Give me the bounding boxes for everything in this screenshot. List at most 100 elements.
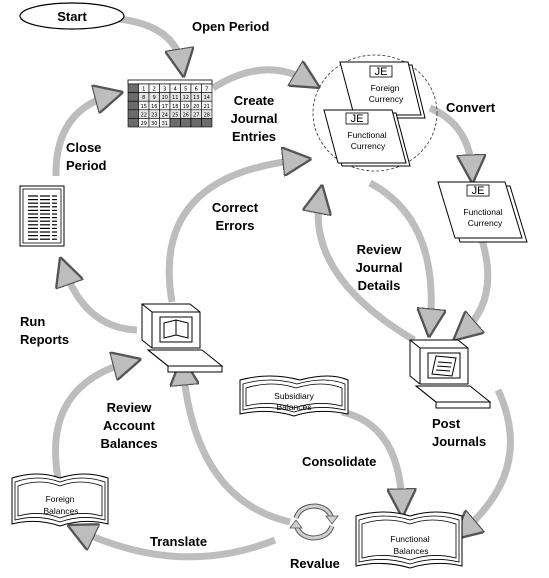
arrow-computer-to-je xyxy=(165,160,300,303)
calendar-day: 20 xyxy=(193,104,199,110)
close-period-label: Close Period xyxy=(66,140,107,173)
calendar-day: 10 xyxy=(162,95,168,101)
post-journals-label: Post Journals xyxy=(432,416,486,449)
calendar-day: 19 xyxy=(183,104,189,110)
subsidiary-balances-book: Subsidiary Balances xyxy=(239,375,349,417)
calendar-day: 24 xyxy=(162,112,168,118)
foreign-balances-line2: Balances xyxy=(44,506,79,516)
functional-balances-book: Functional Balances xyxy=(355,511,463,569)
svg-text:Correct: Correct xyxy=(212,200,259,215)
svg-text:Post: Post xyxy=(432,416,461,431)
subsidiary-line1: Subsidiary xyxy=(274,391,314,401)
calendar-day: 6 xyxy=(195,87,198,93)
svg-text:Journal: Journal xyxy=(231,111,278,126)
functional-balances-line2: Balances xyxy=(394,546,429,556)
svg-text:Entries: Entries xyxy=(232,129,276,144)
svg-text:Create: Create xyxy=(234,93,274,108)
calendar-cell xyxy=(127,109,139,119)
svg-text:Journal: Journal xyxy=(356,260,403,275)
calendar-day: 1 xyxy=(142,87,145,93)
arrow-je-to-convert xyxy=(428,104,472,172)
calendar-day: 3 xyxy=(163,87,166,93)
svg-text:Errors: Errors xyxy=(215,218,254,233)
arrow-post-to-je-review xyxy=(318,196,416,344)
calendar-day: 12 xyxy=(183,95,189,101)
open-period-label: Open Period xyxy=(192,19,269,34)
arrow-computer-to-report xyxy=(64,268,138,334)
review-account-balances-label: Review Account Balances xyxy=(100,400,157,451)
svg-text:Close: Close xyxy=(66,140,101,155)
svg-text:Period: Period xyxy=(66,158,107,173)
je-tag-functional: JE xyxy=(351,113,364,125)
calendar-cell xyxy=(180,118,192,128)
revalue-cycle-icon xyxy=(289,503,339,541)
calendar-day: 13 xyxy=(193,95,199,101)
calendar-day: 25 xyxy=(172,112,178,118)
calendar-day: 26 xyxy=(183,112,189,118)
calendar-day: 27 xyxy=(193,112,199,118)
calendar-cell xyxy=(127,83,139,93)
workstation-computer-icon xyxy=(141,303,224,373)
svg-text:Reports: Reports xyxy=(20,332,69,347)
calendar-cell xyxy=(169,118,181,128)
run-reports-label: Run Reports xyxy=(20,314,69,347)
converted-line2: Currency xyxy=(468,218,503,228)
je-tag-foreign: JE xyxy=(375,66,388,78)
converted-functional-journal-doc: JE Functional Currency xyxy=(437,181,528,243)
calendar-day: 22 xyxy=(141,112,147,118)
converted-line1: Functional xyxy=(463,207,502,217)
arrow-revalue-to-foreign xyxy=(78,530,277,561)
calendar-day: 30 xyxy=(151,121,157,127)
calendar-day: 16 xyxy=(151,104,157,110)
arrow-report-to-calendar xyxy=(52,95,112,177)
calendar-day: 14 xyxy=(204,95,210,101)
arrow-subsidiary-to-functional xyxy=(341,408,402,506)
translate-label: Translate xyxy=(150,534,207,549)
svg-text:Journals: Journals xyxy=(432,434,486,449)
arrow-foreign-to-computer xyxy=(52,362,130,479)
foreign-currency-journal-doc: JE Foreign Currency xyxy=(339,61,426,119)
arrow-je-to-post xyxy=(368,179,431,326)
arrow-post-to-functional xyxy=(462,388,514,532)
calendar-day: 4 xyxy=(174,87,177,93)
correct-errors-label: Correct Errors xyxy=(212,200,259,233)
calendar-day: 21 xyxy=(204,104,210,110)
foreign-currency-line1: Foreign xyxy=(371,83,400,93)
arrow-calendar-to-je xyxy=(211,70,310,91)
calendar-cell xyxy=(127,92,139,102)
calendar-cell xyxy=(201,118,213,128)
calendar-cell xyxy=(190,118,202,128)
functional-currency-line1: Functional xyxy=(347,130,386,140)
svg-text:Details: Details xyxy=(358,278,401,293)
svg-text:Balances: Balances xyxy=(100,436,157,451)
functional-currency-journal-doc: JE Functional Currency xyxy=(323,109,411,167)
arrow-revalue-to-computer xyxy=(183,368,291,526)
calendar-cell xyxy=(127,118,139,128)
calendar-day: 9 xyxy=(153,95,156,101)
calendar-day: 11 xyxy=(172,95,178,101)
start-label: Start xyxy=(57,9,87,24)
review-journal-details-label: Review Journal Details xyxy=(356,242,403,293)
calendar-day: 28 xyxy=(204,112,210,118)
calendar-day: 17 xyxy=(162,104,168,110)
calendar-day: 7 xyxy=(205,87,208,93)
svg-text:Review: Review xyxy=(357,242,403,257)
foreign-balances-book: Foreign Balances xyxy=(11,473,109,527)
calendar-day: 18 xyxy=(172,104,178,110)
start-node: Start xyxy=(19,2,125,30)
create-journal-entries-label: Create Journal Entries xyxy=(231,93,278,144)
calendar-day: 8 xyxy=(142,95,145,101)
je-tag-converted: JE xyxy=(472,185,485,197)
calendar-day: 29 xyxy=(141,121,147,127)
journal-entries-group: JE Foreign Currency JE Functional Curren… xyxy=(312,54,438,172)
calendar-day: 5 xyxy=(184,87,187,93)
post-journals-computer-icon xyxy=(409,339,492,409)
svg-text:Run: Run xyxy=(20,314,45,329)
arrow-converted-to-post xyxy=(462,238,492,333)
convert-label: Convert xyxy=(446,100,496,115)
revalue-label: Revalue xyxy=(290,556,340,571)
functional-balances-line1: Functional xyxy=(390,534,429,544)
svg-text:Account: Account xyxy=(103,418,156,433)
